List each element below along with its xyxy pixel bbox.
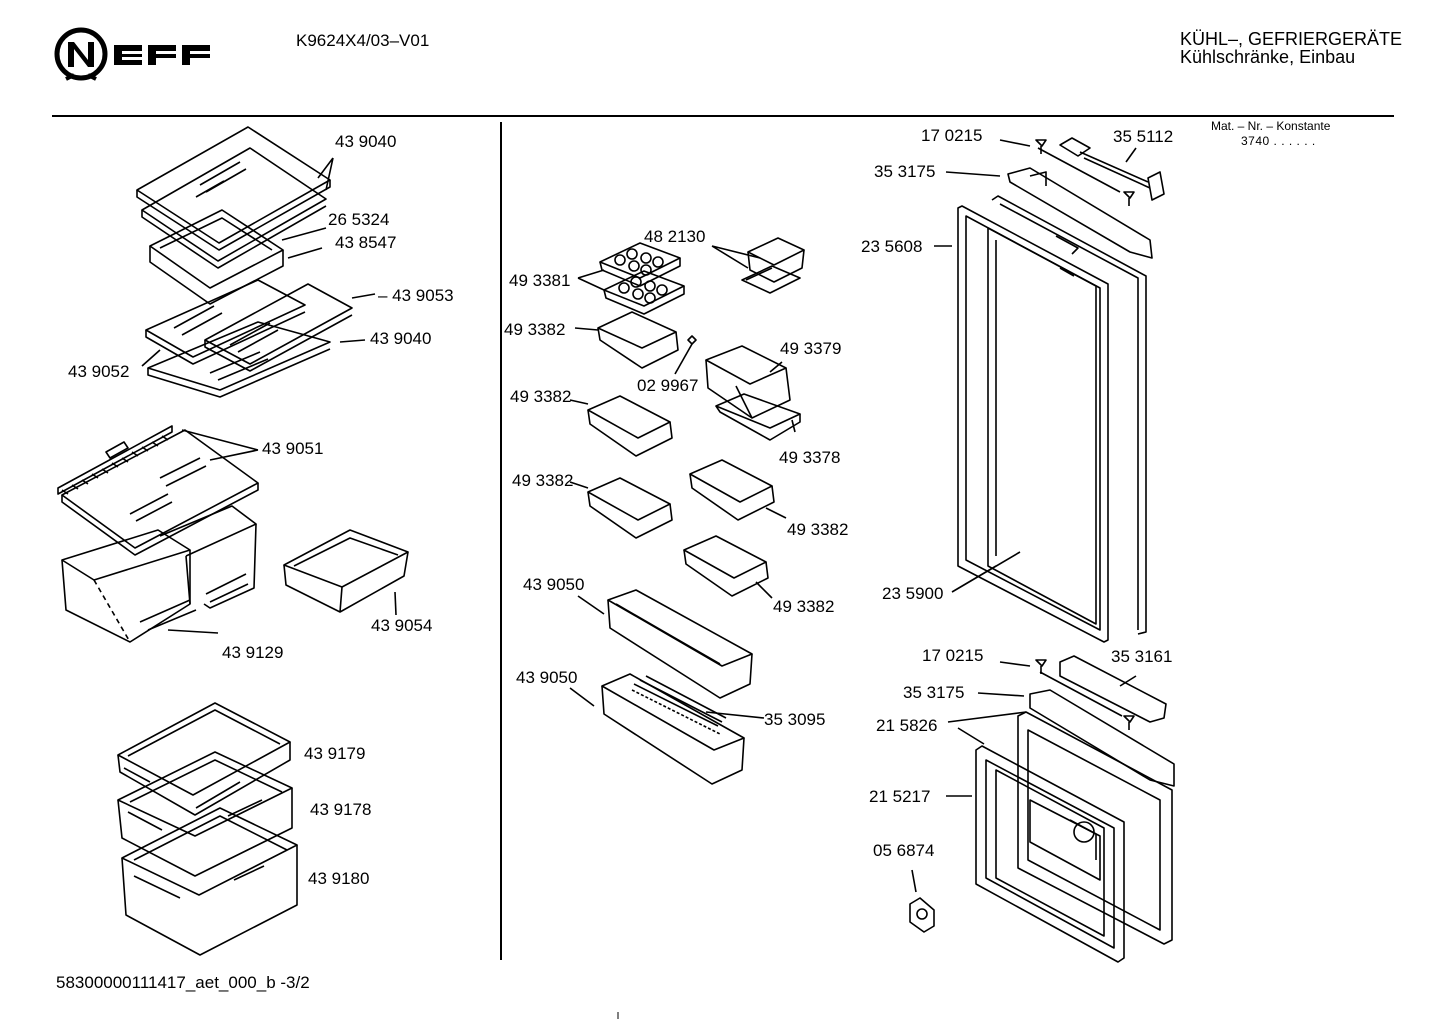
part-label: 43 9040 [335,132,397,151]
mat-value: 3740 . . . . . . [1241,134,1316,148]
part-label: 21 5826 [876,716,938,735]
part-label: 43 9051 [262,439,324,458]
part-label: 43 9129 [222,643,284,662]
part-label: 49 3382 [504,320,566,339]
document-id: 58300000111417_aet_000_b -3/2 [56,973,310,992]
part-label: 43 9179 [304,744,366,763]
part-label: 49 3378 [779,448,841,467]
part-label: 49 3382 [512,471,574,490]
part-label: 43 9050 [523,575,585,594]
part-label: 48 2130 [644,227,706,246]
model-number: K9624X4/03–V01 [296,31,430,50]
part-label: 35 3095 [764,710,826,729]
part-label: 17 0215 [922,646,984,665]
part-label: 49 3382 [510,387,572,406]
category-title: KÜHL–, GEFRIERGERÄTE [1180,29,1403,49]
part-label: 43 9180 [308,869,370,888]
part-label: 35 3161 [1111,647,1173,666]
part-label: 21 5217 [869,787,931,806]
part-label: 43 9052 [68,362,130,381]
part-label: – 43 9053 [378,286,454,305]
part-label: 49 3379 [780,339,842,358]
part-label: 43 9040 [370,329,432,348]
part-label: 26 5324 [328,210,390,229]
mat-label: Mat. – Nr. – Konstante [1211,119,1331,133]
part-label: 43 9178 [310,800,372,819]
part-label: 43 8547 [335,233,397,252]
part-label: 05 6874 [873,841,935,860]
part-label: 49 3381 [509,271,571,290]
part-label: 49 3382 [773,597,835,616]
part-label: 43 9054 [371,616,433,635]
part-label: 35 3175 [874,162,936,181]
part-label: 43 9050 [516,668,578,687]
part-label: 23 5608 [861,237,923,256]
category-subtitle: Kühlschränke, Einbau [1180,47,1356,67]
part-label: 23 5900 [882,584,944,603]
part-label: 02 9967 [637,376,699,395]
part-label: 35 5112 [1113,127,1174,146]
neff-logo [52,27,224,92]
part-label: 17 0215 [921,126,983,145]
part-label: 49 3382 [787,520,849,539]
part-label: 35 3175 [903,683,965,702]
